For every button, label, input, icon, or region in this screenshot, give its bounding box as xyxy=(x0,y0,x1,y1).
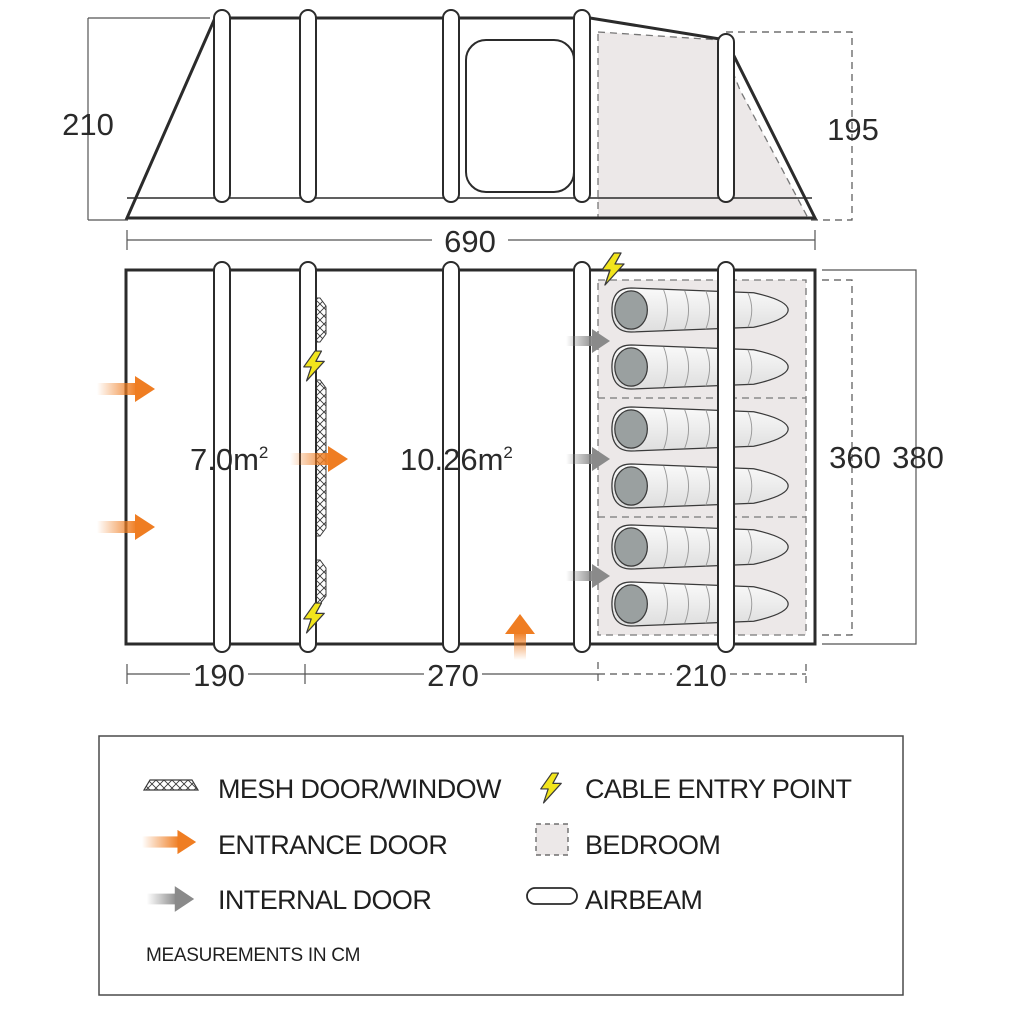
airbeam-side-1 xyxy=(213,9,231,203)
floor-plan: 360 380 7. xyxy=(97,252,944,693)
dim-guide-bedroom xyxy=(597,662,807,686)
entrance-door-side xyxy=(505,614,535,660)
airbeam-plan-1 xyxy=(213,261,231,653)
crosshatch-icon xyxy=(142,779,200,791)
sleeping-bag-3 xyxy=(611,406,789,452)
dim-height-front: 210 xyxy=(62,107,114,142)
porch-area-label: 7.0m2 xyxy=(190,442,268,477)
dim-section-porch: 190 xyxy=(193,658,245,693)
dim-guide-porch xyxy=(126,664,306,684)
sleeping-bag-6 xyxy=(611,581,789,627)
width-guide-bedroom xyxy=(822,279,853,636)
living-area-label: 10.26m2 xyxy=(400,442,513,477)
airbeam-side-2 xyxy=(299,9,317,203)
dim-section-living: 270 xyxy=(427,658,479,693)
legend-cable-label: CABLE ENTRY POINT xyxy=(585,774,851,804)
sleeping-bag-5 xyxy=(611,524,789,570)
sleeping-bag-1 xyxy=(611,287,789,333)
airbeam-plan-5 xyxy=(717,261,735,653)
tent-side-outline xyxy=(124,16,818,220)
legend-bedroom-label: BEDROOM xyxy=(585,830,720,860)
airbeam-side-5 xyxy=(717,33,735,203)
airbeam-side-3 xyxy=(442,9,460,203)
sleeping-bag-2 xyxy=(611,344,789,390)
legend-box xyxy=(98,735,904,996)
sleeping-bag-4 xyxy=(611,463,789,509)
width-guide-total xyxy=(822,269,917,645)
legend-measurements-note: MEASUREMENTS IN CM xyxy=(146,945,360,966)
legend-mesh-label: MESH DOOR/WINDOW xyxy=(218,774,502,804)
tent-floor-outline xyxy=(124,268,817,646)
bedroom-dividers xyxy=(598,397,806,518)
bedroom-area xyxy=(597,279,807,636)
legend-entrance-label: ENTRANCE DOOR xyxy=(218,830,447,860)
height-guide-front xyxy=(87,17,210,221)
legend: MESH DOOR/WINDOW CABLE ENTRY POINT ENTRA… xyxy=(98,735,904,996)
legend-internal-label: INTERNAL DOOR xyxy=(218,885,431,915)
dim-width-bedroom: 360 xyxy=(829,440,881,475)
bedroom-side-fill xyxy=(597,31,810,219)
dashed-box-icon xyxy=(535,823,569,856)
dim-section-bedroom: 210 xyxy=(675,658,727,693)
pill-icon xyxy=(526,887,578,905)
airbeam-side-4 xyxy=(573,9,591,203)
side-window xyxy=(465,39,575,193)
dim-total-length: 690 xyxy=(444,224,496,259)
dim-height-rear: 195 xyxy=(827,112,879,147)
length-dimension: 690 xyxy=(126,224,816,259)
height-guide-rear xyxy=(726,31,853,221)
side-elevation: 210 195 xyxy=(62,9,879,221)
legend-airbeam-label: AIRBEAM xyxy=(585,885,702,915)
airbeam-plan-3 xyxy=(442,261,460,653)
dim-width-total: 380 xyxy=(892,440,944,475)
